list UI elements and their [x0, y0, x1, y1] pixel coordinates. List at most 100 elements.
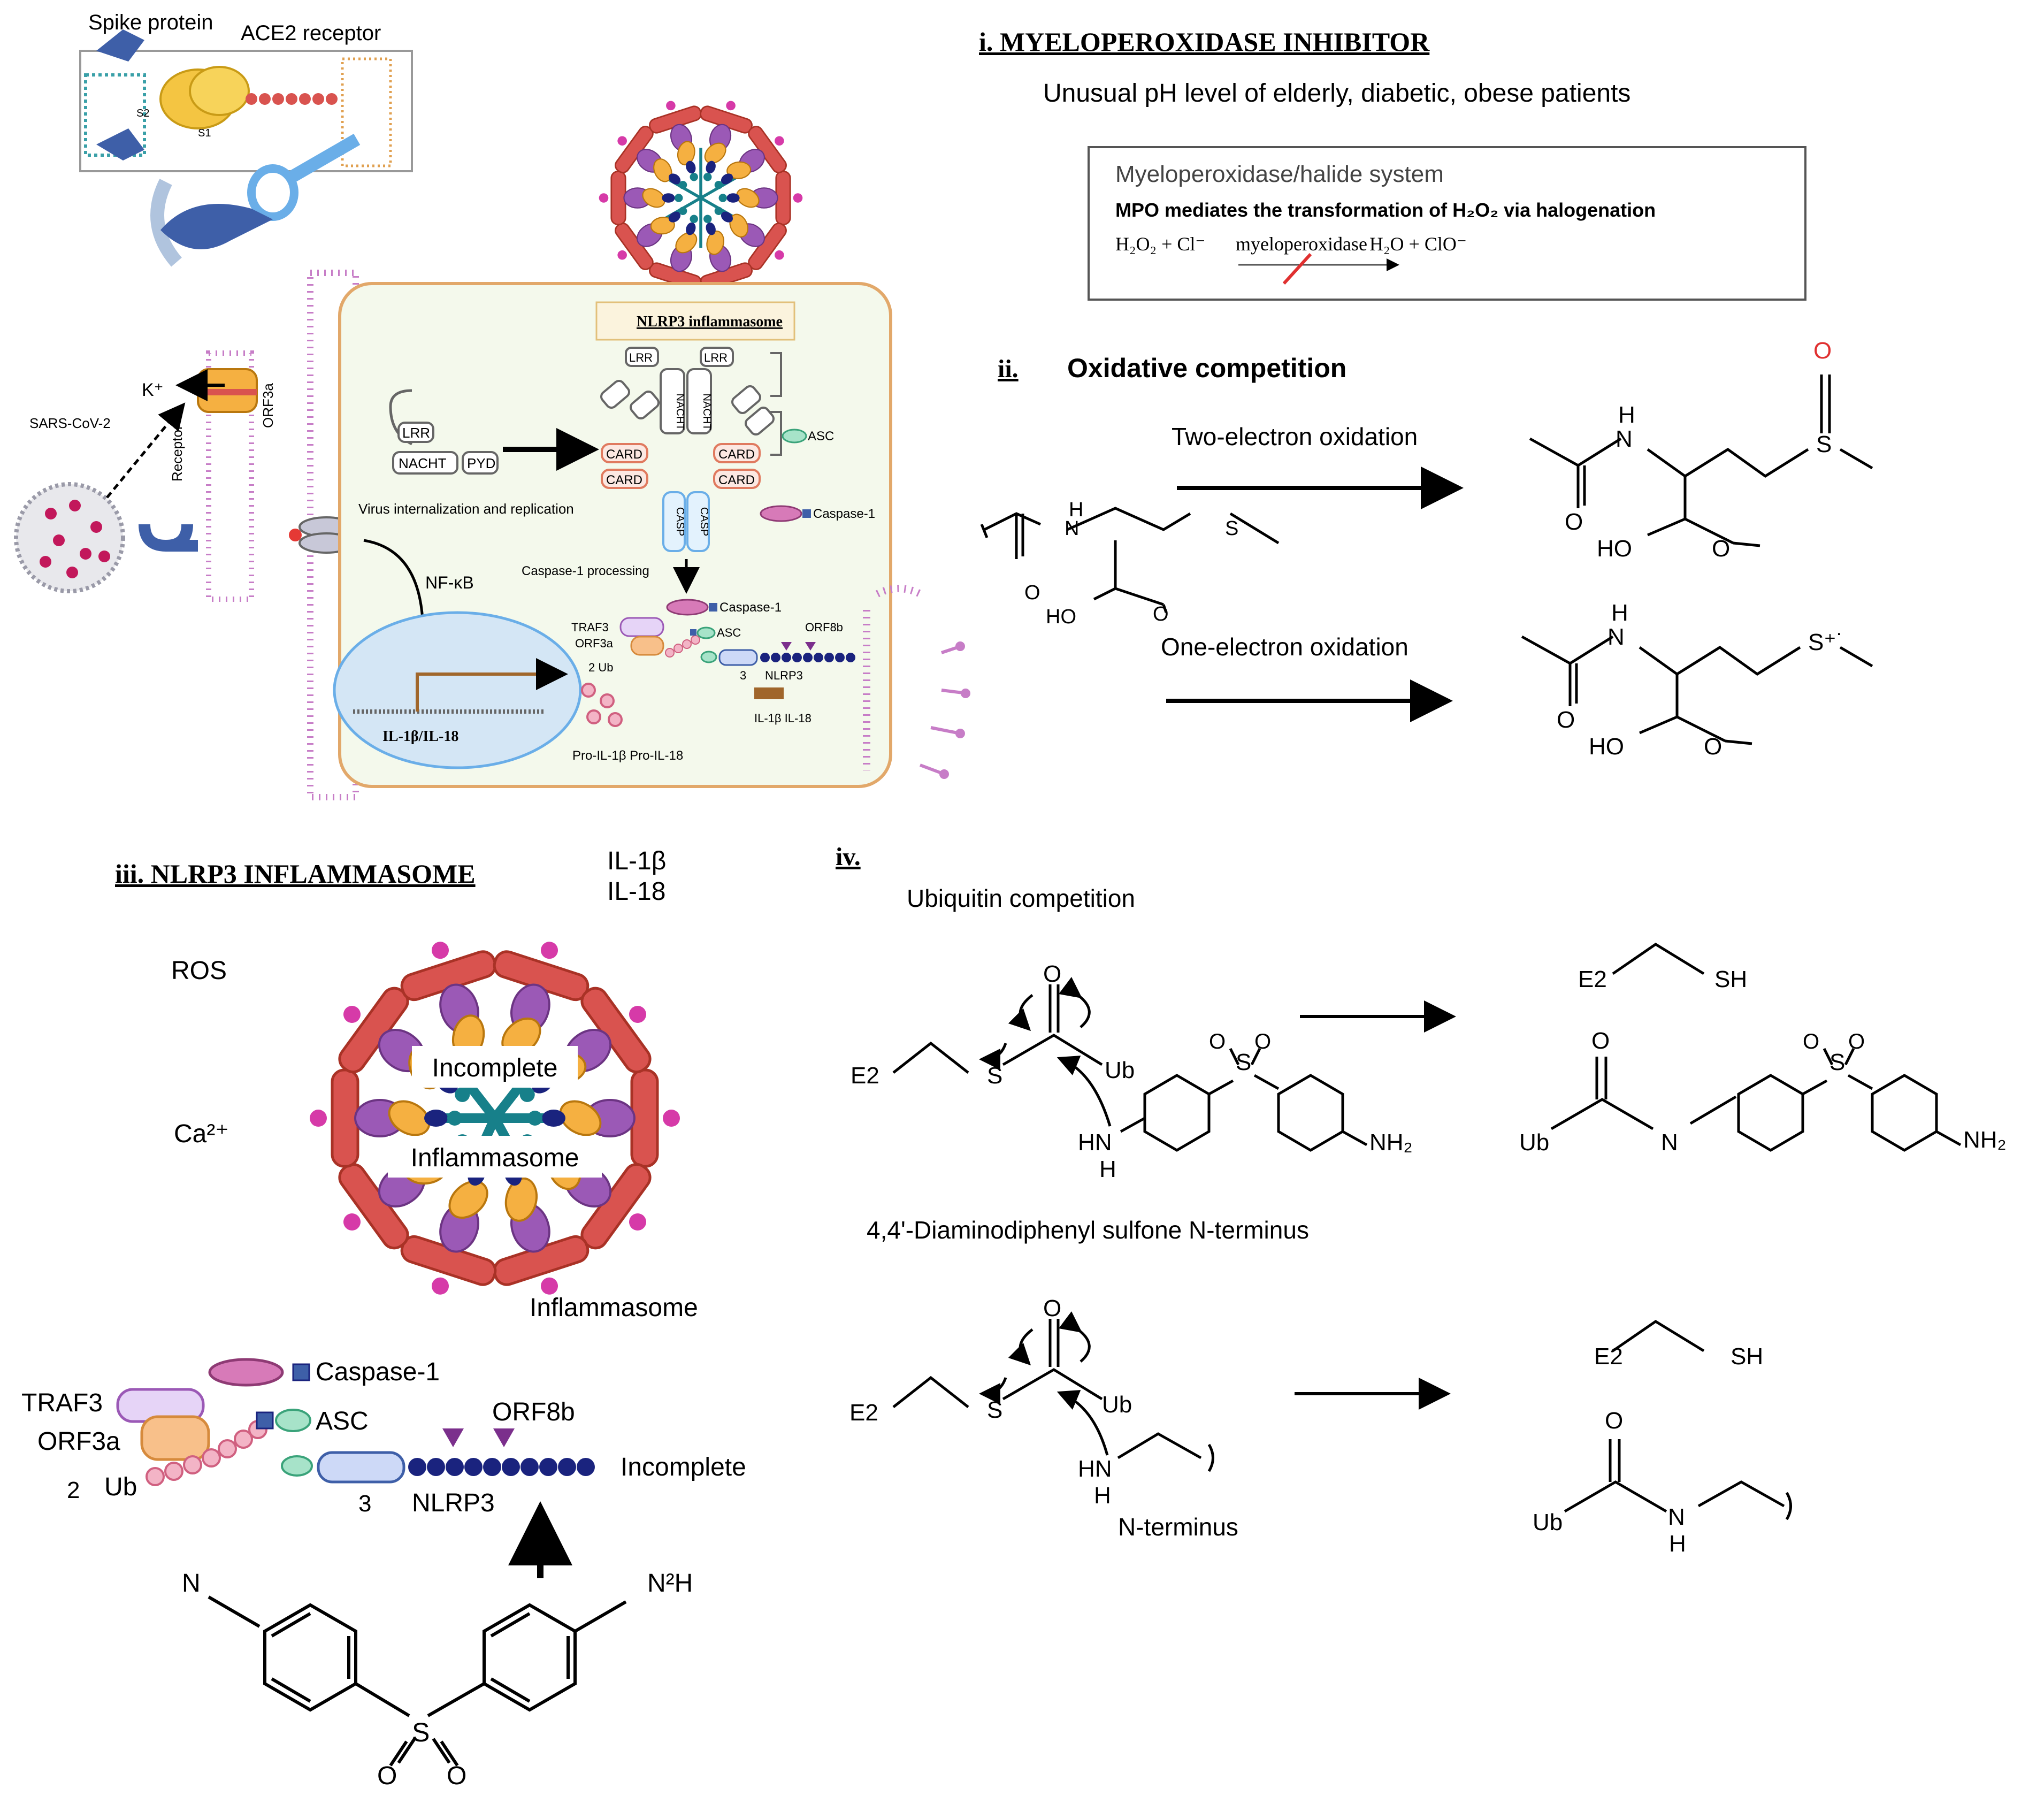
nucleus — [333, 611, 582, 769]
thioester-nterminus-reactant — [892, 1311, 1214, 1472]
pro-il-label: Pro-IL-1β Pro-IL-18 — [572, 748, 683, 763]
reaction-enzyme: myeloperoxidase — [1236, 233, 1367, 255]
panel-ii-heading: Oxidative competition — [1067, 353, 1346, 383]
card-label-1: CARD — [606, 447, 642, 462]
caspase1-processing-label: Caspase-1 processing — [522, 564, 649, 578]
incomplete-complex: Caspase-1 TRAF3 ORF3a 2 Ub ASC ORF8b Inc… — [21, 1358, 746, 1517]
two-label: 2 — [67, 1477, 80, 1503]
p2-h: H — [1669, 1531, 1686, 1557]
prod2-h: H — [1611, 600, 1628, 626]
reaction-reactants: H₂O₂ + Cl⁻ — [1115, 233, 1205, 255]
receptor-label: Receptor — [169, 425, 185, 482]
orf3a-channel: K⁺ ORF3a — [142, 350, 276, 602]
virus-internalization-label: Virus internalization and replication — [358, 501, 574, 517]
inflammasome-subunit — [615, 134, 629, 148]
asc-label: ASC — [316, 1407, 369, 1435]
r1-sulfonyl-s: S — [1236, 1049, 1251, 1075]
sulfoxide-product — [1529, 375, 1873, 547]
host-receptor: Receptor — [139, 425, 198, 552]
inflammasome-subunit — [663, 1110, 680, 1127]
card-label-3: CARD — [718, 447, 755, 462]
ub-label: Ub — [104, 1473, 137, 1501]
nlrp3-label-small: NLRP3 — [765, 669, 803, 682]
prod1-n: N — [1616, 426, 1633, 452]
dapsone-o-right: O — [447, 1762, 466, 1790]
traf3-label-small: TRAF3 — [571, 621, 609, 634]
met-s: S — [1225, 517, 1238, 540]
r1-e2: E2 — [851, 1063, 879, 1089]
il1b-label: IL-1β — [607, 847, 666, 875]
p1-nh2: NH₂ — [1963, 1127, 2007, 1153]
dapsone-structure — [208, 1595, 627, 1767]
inflammasome-subunit — [625, 1002, 650, 1027]
p1-so-o2: O — [1848, 1030, 1865, 1053]
inflammasome-subunit — [625, 1210, 650, 1234]
mpo-box-title: Myeloperoxidase/halide system — [1115, 161, 1444, 187]
r1-h: H — [1099, 1156, 1116, 1182]
orf3a-channel-label: ORF3a — [260, 383, 276, 428]
prod2-ho: HO — [1589, 733, 1624, 760]
inflammasome-subunit — [340, 1210, 364, 1234]
spike-entry-illustration — [150, 134, 361, 267]
inflammasome-subunit — [424, 1110, 448, 1127]
inflammasome-ring: Incomplete Inflammasome — [310, 939, 680, 1297]
inflammasome-subunit — [664, 100, 677, 112]
inflammasome-rod — [775, 171, 791, 225]
inflammasome-subunit — [772, 134, 786, 148]
k-plus-label: K⁺ — [142, 380, 164, 400]
panel-iii-heading: iii. NLRP3 INFLAMMASOME — [115, 859, 476, 889]
orf8b-label: ORF8b — [492, 1398, 575, 1426]
inflammasome-subunit — [340, 1002, 364, 1027]
ros-label: ROS — [171, 957, 227, 985]
nlrp3-box-title: NLRP3 inflammasome — [637, 314, 783, 330]
r2-hn: HN — [1078, 1456, 1112, 1482]
spike-protein-label: Spike protein — [88, 11, 213, 34]
inflammasome-subunit — [527, 1111, 542, 1126]
caspase1-label: Caspase-1 — [316, 1358, 440, 1386]
panel-ii-label: ii. — [998, 355, 1019, 383]
inflammasome-subunit — [772, 248, 786, 262]
dapsone-s: S — [412, 1717, 430, 1747]
orf8b-label-small: ORF8b — [805, 621, 843, 634]
r1-nh2: NH₂ — [1369, 1129, 1413, 1156]
ace2-receptor-label: ACE2 receptor — [241, 21, 381, 45]
panel-iv-label: iv. — [836, 843, 861, 871]
reaction-products: H₂O + ClO⁻ — [1369, 233, 1467, 255]
inflammasome-rod — [610, 171, 626, 225]
inflammasome-caption: Inflammasome — [530, 1294, 698, 1322]
prod1-ho: HO — [1597, 536, 1632, 562]
nacht-label: NACHT — [399, 455, 447, 471]
r2-s: S — [987, 1397, 1002, 1423]
calcium-label: Ca²⁺ — [174, 1120, 229, 1148]
inflammasome-subunit — [310, 1110, 327, 1127]
prod2-o2: O — [1704, 733, 1722, 760]
dapsone-o-left: O — [377, 1762, 397, 1790]
inflammasome-subunit — [538, 939, 561, 961]
virus-particle-dot — [289, 529, 302, 541]
nlrp3-label: NLRP3 — [412, 1489, 495, 1517]
sars-cov-2-virion: SARS-CoV-2 — [14, 402, 186, 593]
inflammasome-subunit — [726, 193, 740, 203]
p2-e2: E2 — [1594, 1343, 1623, 1370]
caspase1-label-mid: Caspase-1 — [719, 600, 782, 615]
p2-ub: Ub — [1533, 1509, 1563, 1535]
ub-label-small: 2 Ub — [588, 661, 613, 674]
orf8b-marker-1 — [442, 1428, 464, 1447]
r2-h: H — [1094, 1482, 1111, 1509]
nterminus-caption: N-terminus — [1118, 1513, 1238, 1541]
inflammasome-subunit — [688, 172, 699, 182]
r1-hn: HN — [1078, 1129, 1112, 1156]
s2-label: S2 — [136, 108, 149, 119]
small-incomplete-complex: TRAF3 ORF3a 2 Ub ASC ORF8b 3 NLRP3 IL-1β… — [571, 617, 855, 725]
prod1-o: O — [1565, 509, 1583, 535]
inflammasome-rod — [332, 1070, 358, 1166]
il18-label: IL-18 — [607, 877, 665, 906]
inflammasome-rod — [632, 1070, 657, 1166]
lrr-label-2: LRR — [629, 351, 653, 364]
prod1-s: S — [1816, 431, 1832, 457]
pyd-label: PYD — [467, 455, 495, 471]
r1-ub: Ub — [1105, 1057, 1135, 1083]
p2-n: N — [1668, 1504, 1685, 1530]
panel-i-heading: i. MYELOPEROXIDASE INHIBITOR — [979, 27, 1430, 57]
